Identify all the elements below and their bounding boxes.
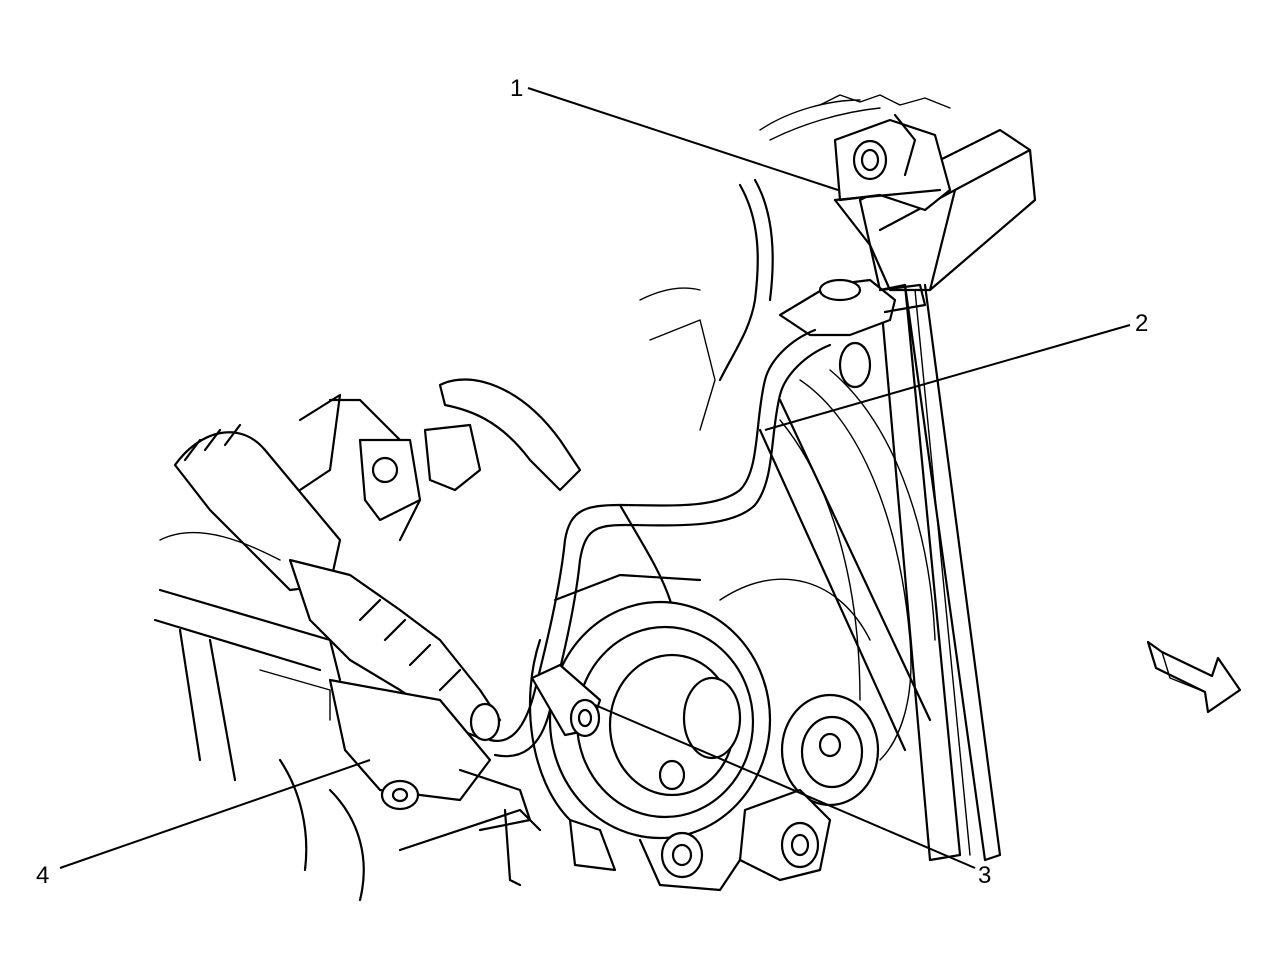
leader-line-2: [764, 324, 1131, 431]
engine-block: [153, 378, 582, 902]
direction-arrow-icon: [1146, 640, 1242, 714]
callout-1: 1: [510, 75, 523, 102]
fan-shroud: [719, 369, 936, 761]
callout-4: 4: [36, 862, 49, 889]
leader-line-3: [594, 704, 976, 869]
pressure-switch: [530, 663, 602, 738]
leader-line-4: [59, 759, 371, 869]
callout-3: 3: [978, 862, 991, 889]
ac-compressor: [528, 573, 772, 892]
radiator-frame: [858, 128, 1037, 862]
leader-line-1: [527, 87, 839, 191]
leader-lines: [59, 87, 1131, 869]
discharge-hose: [173, 423, 502, 742]
callout-2: 2: [1135, 310, 1148, 337]
mounting-bracket: [833, 113, 957, 292]
wiring-harness: [639, 94, 951, 431]
belt-tensioner: [738, 693, 880, 882]
hose-fitting: [778, 278, 927, 389]
